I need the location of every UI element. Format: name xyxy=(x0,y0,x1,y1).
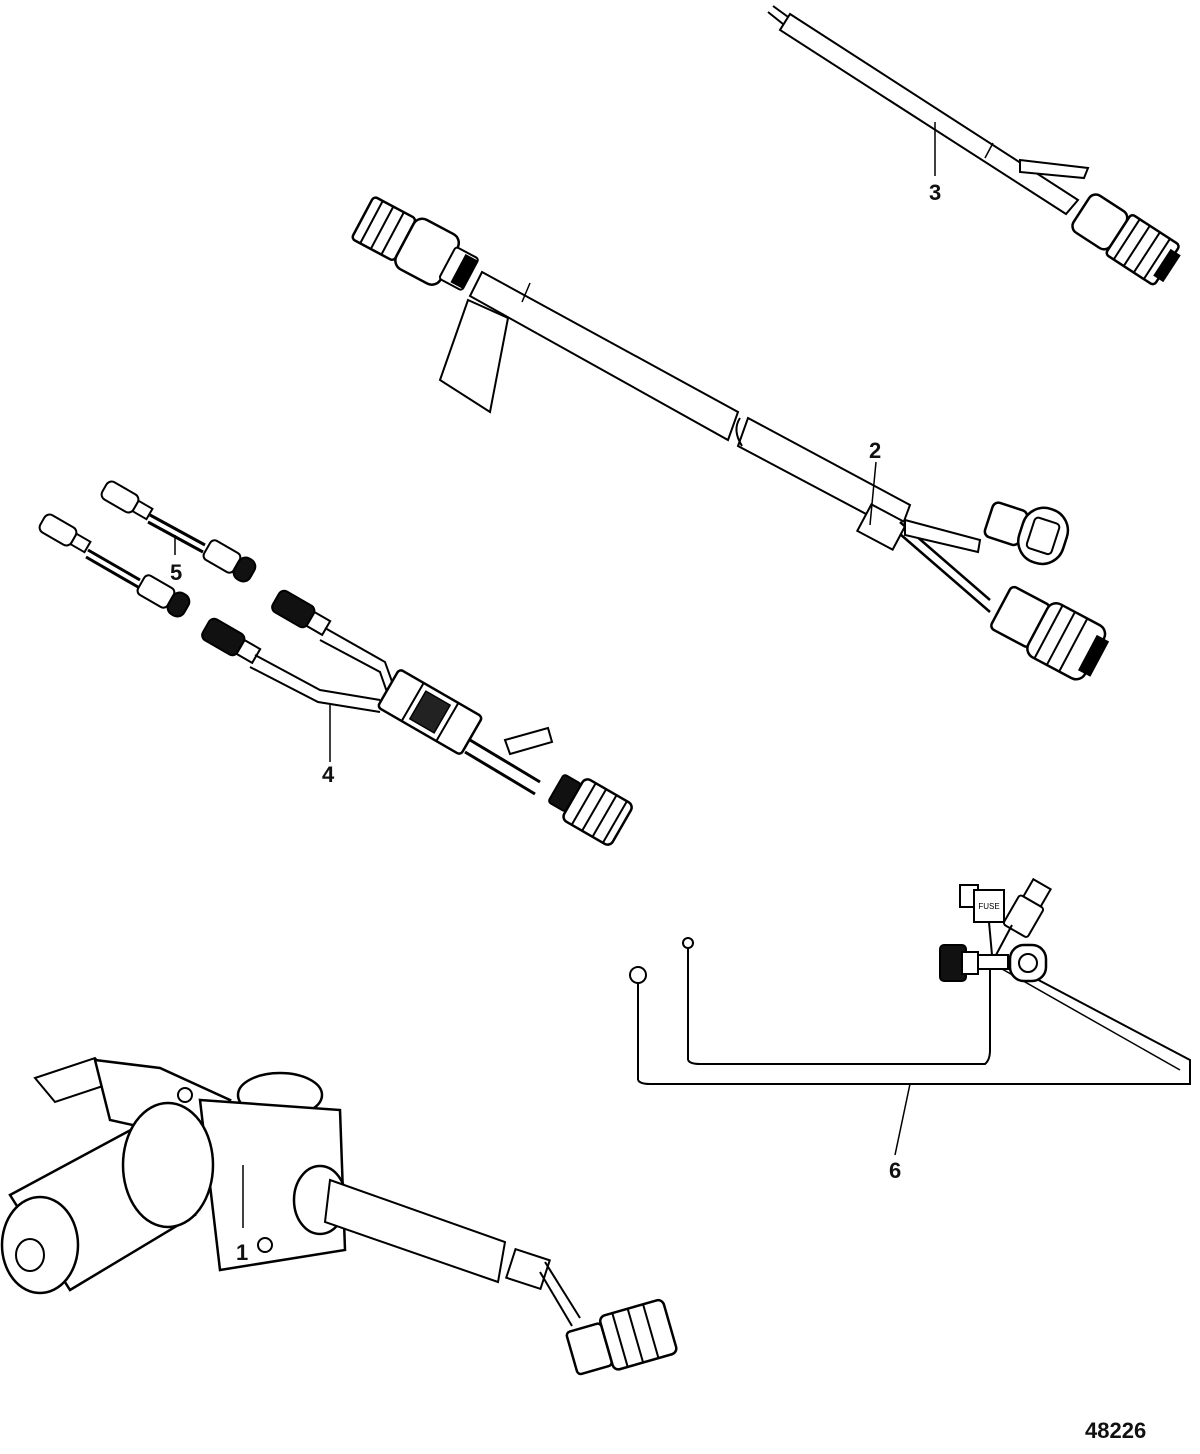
harness-3 xyxy=(767,5,1181,286)
callout-6: 6 xyxy=(889,1158,902,1183)
figure-number: 48226 xyxy=(1085,1418,1147,1443)
jumper-cables-5 xyxy=(38,480,257,618)
harness-2 xyxy=(351,196,1110,681)
y-harness-4 xyxy=(201,589,633,846)
power-harness-6: FUSE xyxy=(629,877,1191,1156)
callout-3: 3 xyxy=(929,180,942,205)
callout-5: 5 xyxy=(170,560,183,585)
callout-2: 2 xyxy=(869,438,882,463)
fuse-label: FUSE xyxy=(978,902,999,911)
callout-1: 1 xyxy=(236,1240,249,1265)
motor-actuator-1 xyxy=(0,1056,678,1376)
callout-4: 4 xyxy=(322,762,335,787)
